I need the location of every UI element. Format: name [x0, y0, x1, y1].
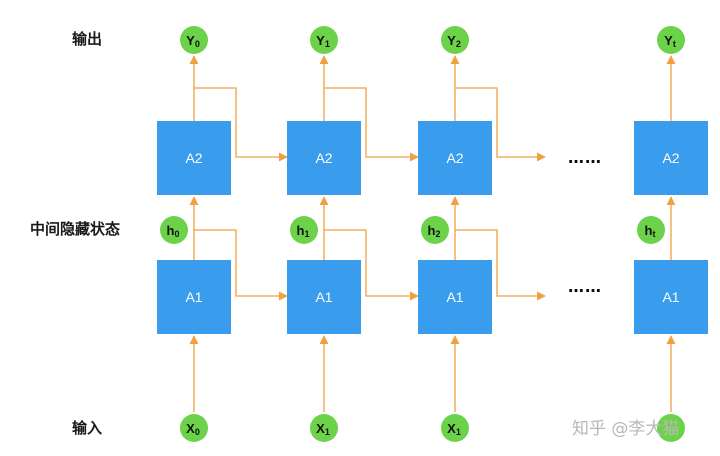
a1-box-label: A1	[662, 289, 679, 305]
input-row-label: 输入	[72, 419, 102, 437]
top-recurrent-arrow	[324, 87, 419, 162]
hidden-state-node-label: ht	[645, 223, 656, 239]
a1-box	[287, 260, 361, 334]
a2-box	[287, 121, 361, 195]
bottom-recurrent-arrow	[324, 229, 419, 301]
a2-box-label: A2	[315, 150, 332, 166]
hidden-row-label: 中间隐藏状态	[30, 220, 120, 238]
a1-box	[418, 260, 492, 334]
hidden-state-node-label: h0	[167, 223, 180, 239]
input-node	[657, 414, 685, 442]
bottom-recurrent-arrow	[194, 229, 288, 301]
a1-box	[157, 260, 231, 334]
output-node	[310, 26, 338, 54]
hidden-state-node	[421, 216, 449, 244]
top-recurrent-arrow	[194, 87, 288, 162]
bottom-recurrent-arrow	[455, 229, 546, 301]
output-node-label: Yt	[664, 33, 676, 49]
output-node-label: Y0	[186, 33, 200, 49]
hidden-state-node	[160, 216, 188, 244]
input-node-label: X1	[316, 421, 330, 437]
ellipsis-bottom: ……	[568, 277, 602, 296]
input-node-label: X0	[186, 421, 200, 437]
watermark-text: 知乎 @李大猫	[572, 419, 679, 439]
output-node	[657, 26, 685, 54]
hidden-state-node	[637, 216, 665, 244]
a1-box-label: A1	[446, 289, 463, 305]
output-row-label: 输出	[72, 30, 102, 48]
output-node	[441, 26, 469, 54]
hidden-state-node-label: h1	[297, 223, 310, 239]
a1-box	[634, 260, 708, 334]
input-node	[441, 414, 469, 442]
input-node-label: X1	[447, 421, 461, 437]
a2-box-label: A2	[446, 150, 463, 166]
input-node	[180, 414, 208, 442]
a2-box-label: A2	[185, 150, 202, 166]
arrow-layer	[189, 55, 676, 412]
a2-box	[157, 121, 231, 195]
a2-box	[634, 121, 708, 195]
output-node-label: Y2	[447, 33, 461, 49]
a2-box-label: A2	[662, 150, 679, 166]
output-node	[180, 26, 208, 54]
hidden-state-node	[290, 216, 318, 244]
hidden-state-node-label: h2	[428, 223, 441, 239]
output-node-label: Y1	[316, 33, 330, 49]
a1-box-label: A1	[315, 289, 332, 305]
a2-box	[418, 121, 492, 195]
input-node	[310, 414, 338, 442]
ellipsis-top: ……	[568, 148, 602, 167]
a1-box-label: A1	[185, 289, 202, 305]
top-recurrent-arrow	[455, 87, 546, 162]
